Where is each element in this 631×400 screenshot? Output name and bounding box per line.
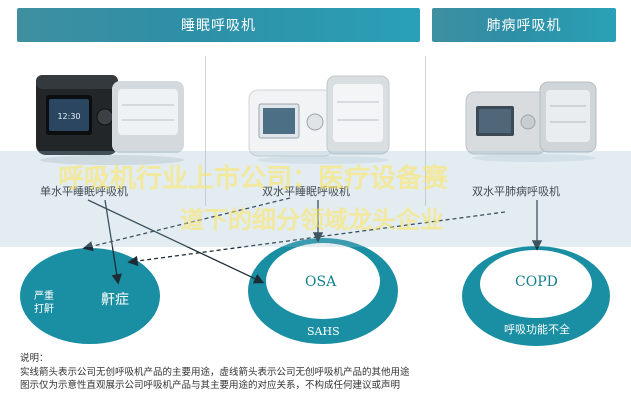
snore-note-severe: 严重 (34, 291, 54, 302)
copd-label: COPD (515, 274, 558, 290)
notes-line-2: 图示仅为示意性直观展示公司呼吸机产品与其主要用途的对应关系，不构成任何建议或声明 (20, 380, 401, 391)
product-label-lung: 双水平肺病呼吸机 (472, 185, 560, 198)
notes-title: 说明： (20, 353, 49, 364)
snore-label: 鼾症 (101, 292, 129, 308)
watermark-band (0, 151, 631, 247)
header-lung-text: 肺病呼吸机 (486, 18, 562, 34)
notes-block: 说明： 实线箭头表示公司无创呼吸机产品的主要用途，虚线箭头表示公司无创呼吸机产品… (20, 352, 410, 393)
header-lung-ventilator: 肺病呼吸机 (432, 8, 616, 42)
product-label-single: 单水平睡眠呼吸机 (40, 185, 128, 198)
osa-label: OSA (305, 274, 337, 290)
arrow-single-to-osa (87, 199, 265, 284)
arrow-lung-to-snore (127, 211, 506, 267)
resp-fail-label: 呼吸功能不全 (504, 323, 570, 336)
lung-device-image (465, 81, 597, 162)
header-sleep-text: 睡眠呼吸机 (181, 18, 256, 34)
osa-inner-circle (266, 243, 380, 319)
copd-inner-circle (480, 250, 592, 318)
sahs-label: SAHS (307, 325, 340, 338)
double-level-device-image (248, 75, 390, 164)
product-label-double: 双水平睡眠呼吸机 (262, 185, 350, 198)
snore-note-snoring: 打鼾 (34, 304, 54, 315)
arrow-double-to-snore (82, 197, 291, 252)
header-sleep-ventilator: 睡眠呼吸机 (17, 8, 420, 42)
watermark-line-2: 道下的细分领域龙头企业 (180, 206, 444, 234)
watermark-line-1: 呼吸机行业上市公司：医疗设备赛 (58, 164, 449, 194)
single-level-device-image: 12:30 (36, 75, 184, 165)
column-divider-2 (425, 56, 426, 206)
device-screen-time: 12:30 (57, 112, 80, 121)
column-divider-1 (205, 56, 206, 206)
notes-line-1: 实线箭头表示公司无创呼吸机产品的主要用途，虚线箭头表示公司无创呼吸机产品的其他用… (20, 366, 410, 378)
